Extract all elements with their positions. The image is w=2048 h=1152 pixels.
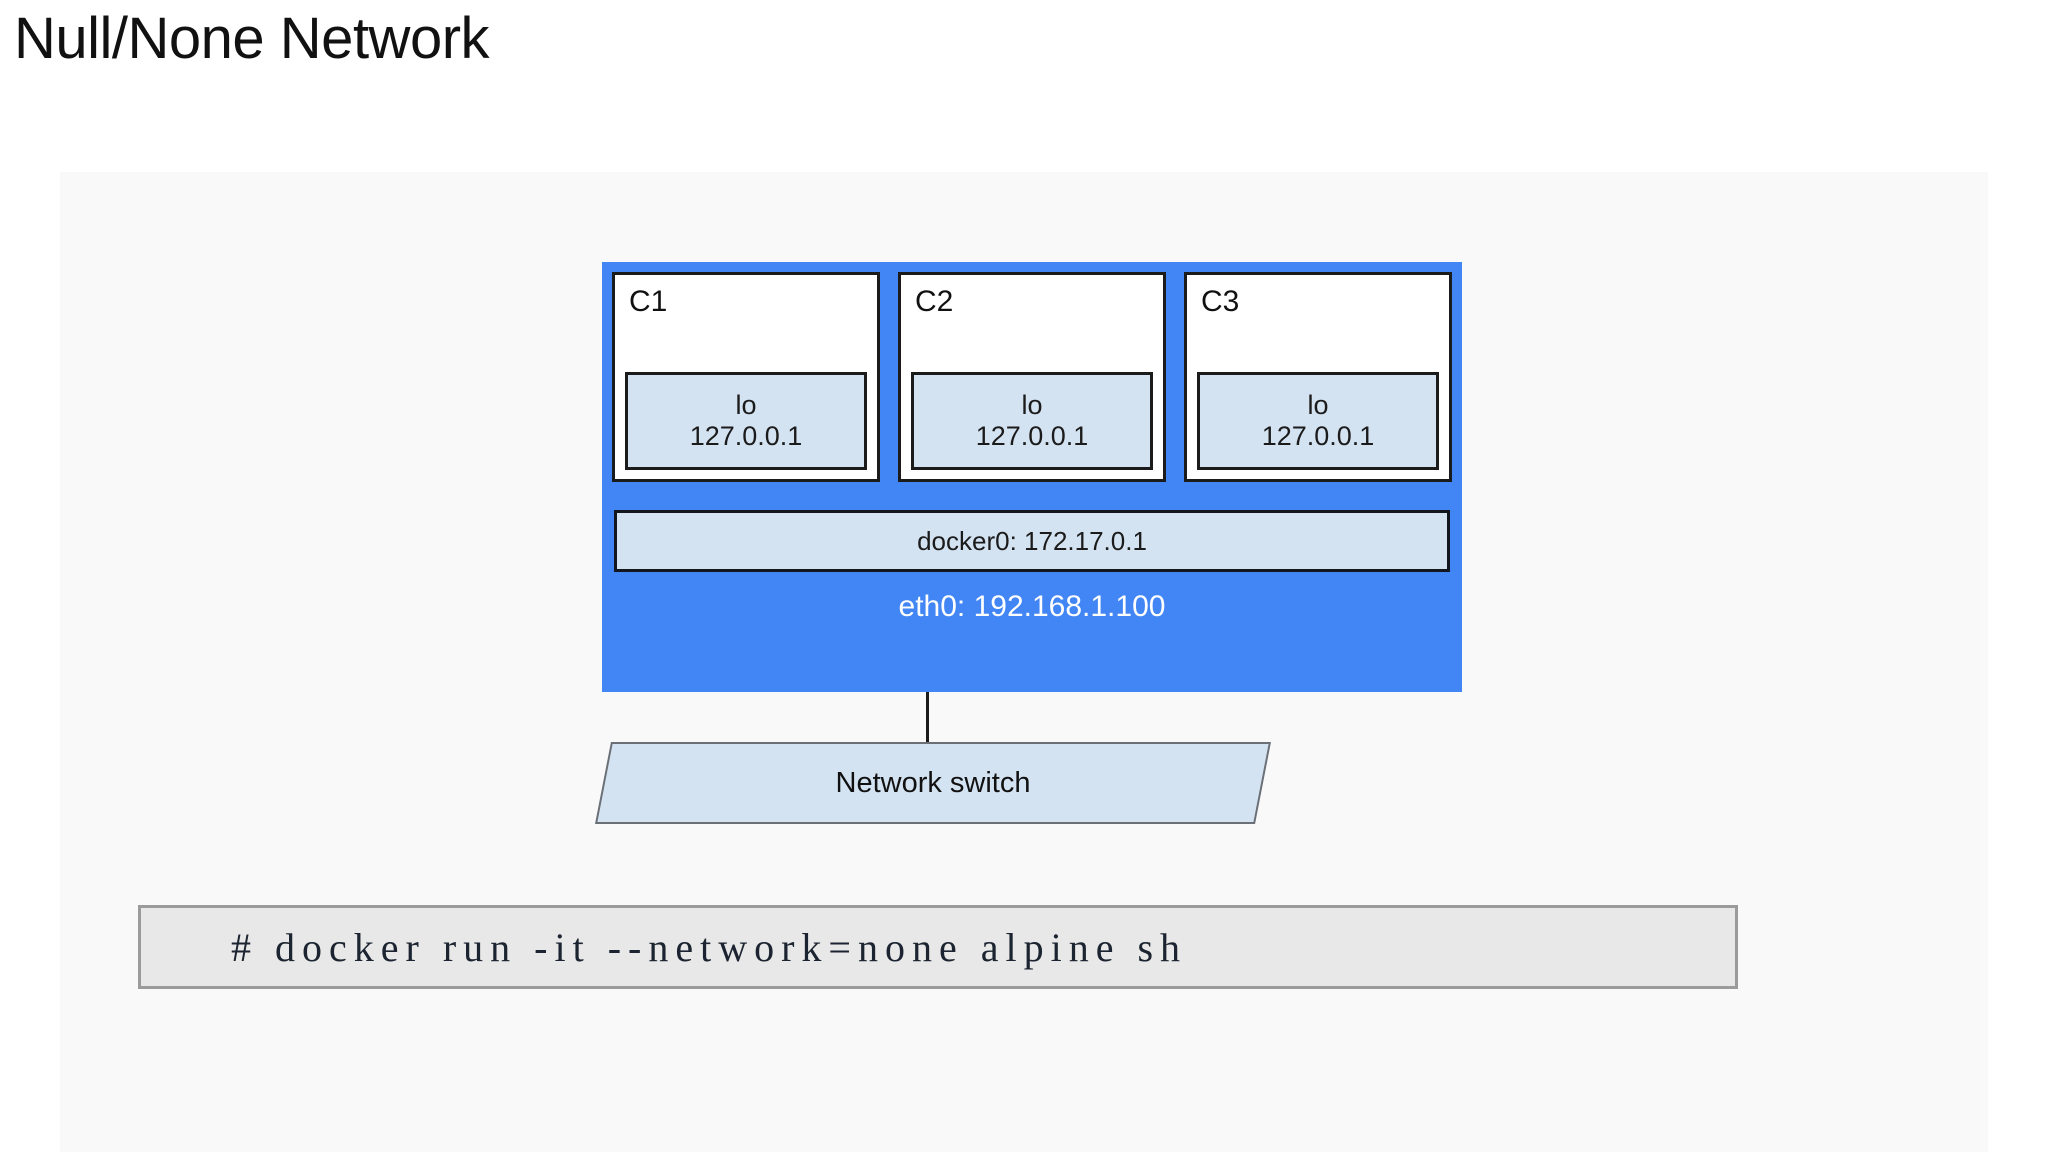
- container-c1[interactable]: C1 lo 127.0.0.1: [612, 272, 880, 482]
- host-machine-box: C1 lo 127.0.0.1 C2 lo 127.0.0.1 C3 lo 12…: [602, 262, 1462, 692]
- network-switch-label: Network switch: [835, 766, 1031, 799]
- container-c1-interface-name: lo: [735, 389, 757, 420]
- container-c3-loopback-interface: lo 127.0.0.1: [1197, 372, 1439, 470]
- diagram-panel: C1 lo 127.0.0.1 C2 lo 127.0.0.1 C3 lo 12…: [60, 172, 1988, 1152]
- container-c2-interface-address: 127.0.0.1: [975, 421, 1089, 451]
- container-c2-loopback-interface: lo 127.0.0.1: [911, 372, 1153, 470]
- network-switch: Network switch: [595, 742, 1271, 824]
- container-c2[interactable]: C2 lo 127.0.0.1: [898, 272, 1166, 482]
- container-c2-interface-name: lo: [1021, 389, 1043, 420]
- container-c1-loopback-interface: lo 127.0.0.1: [625, 372, 867, 470]
- docker0-bridge-bar: docker0: 172.17.0.1: [614, 510, 1450, 572]
- page-title: Null/None Network: [14, 6, 490, 71]
- container-c3-interface-name: lo: [1307, 389, 1329, 420]
- container-c3-label: C3: [1201, 285, 1240, 318]
- command-text: # docker run -it --network=none alpine s…: [231, 924, 1188, 970]
- container-c1-interface-address: 127.0.0.1: [689, 421, 803, 451]
- host-to-switch-connector-line: [926, 692, 929, 744]
- container-c1-label: C1: [629, 285, 668, 318]
- container-c3[interactable]: C3 lo 127.0.0.1: [1184, 272, 1452, 482]
- command-box: # docker run -it --network=none alpine s…: [138, 905, 1738, 989]
- container-c2-label: C2: [915, 285, 954, 318]
- container-row: C1 lo 127.0.0.1 C2 lo 127.0.0.1 C3 lo 12…: [612, 272, 1452, 482]
- container-c3-interface-address: 127.0.0.1: [1261, 421, 1375, 451]
- eth0-uplink-label: eth0: 192.168.1.100: [898, 590, 1166, 623]
